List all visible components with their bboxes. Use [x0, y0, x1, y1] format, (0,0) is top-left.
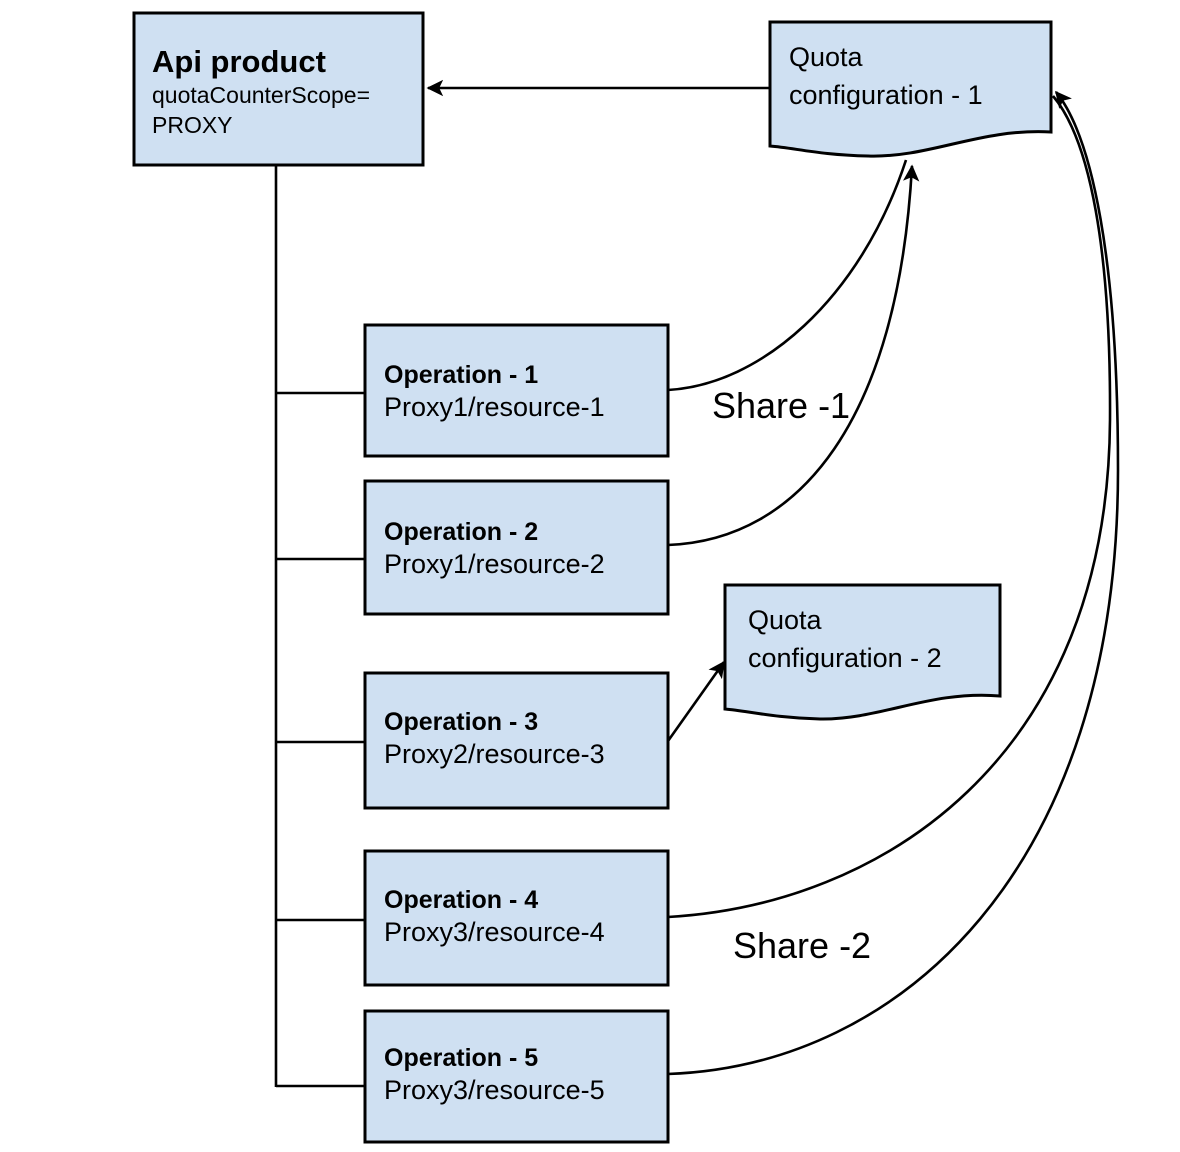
- node-operation-1[interactable]: [363, 323, 670, 458]
- node-operation-2[interactable]: [363, 479, 670, 616]
- node-quota-configuration-2[interactable]: [723, 583, 1002, 721]
- edge-operation-3-to-quota2: [666, 660, 726, 742]
- edge-operation-4-to-quota1: [667, 95, 1112, 919]
- node-api-product[interactable]: [132, 11, 425, 167]
- node-quota-configuration-1[interactable]: [768, 20, 1053, 158]
- node-operation-5[interactable]: [363, 1009, 670, 1144]
- node-operation-3[interactable]: [363, 671, 670, 810]
- edge-operation-1-to-quota1: [667, 159, 908, 392]
- edge-operation-2-to-quota1: [667, 164, 920, 547]
- node-operation-4[interactable]: [363, 849, 670, 987]
- edge-operation-5-to-quota1: [667, 90, 1120, 1076]
